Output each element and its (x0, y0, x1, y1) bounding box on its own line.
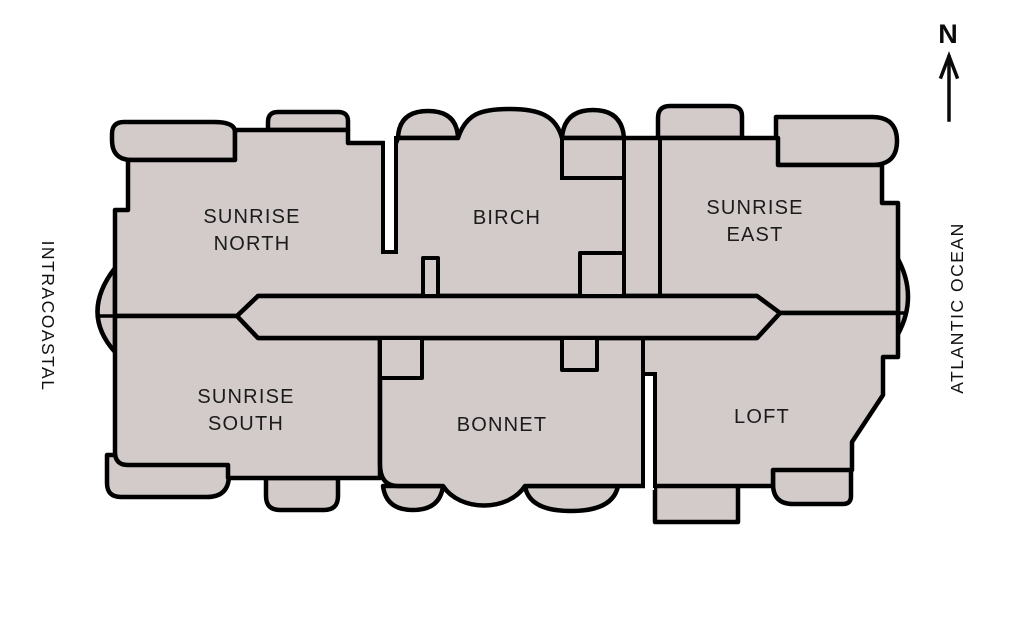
corridor (234, 293, 783, 341)
north-compass: N (938, 19, 960, 122)
north-arrow-icon (938, 51, 960, 122)
birch-dome-right (559, 107, 627, 141)
corridor-tabs (378, 251, 626, 380)
balcony-east-right (773, 114, 900, 168)
compass-n-letter: N (938, 19, 958, 49)
label-sunrise-south: SUNRISE SOUTH (197, 386, 294, 435)
birch-room-wall (560, 138, 626, 180)
sunrise-east-label-line1: SUNRISE (706, 197, 803, 219)
label-bonnet: BONNET (457, 414, 548, 436)
gap-north-birch (381, 124, 398, 254)
unit-labels: SUNRISE NORTH BIRCH SUNRISE EAST SUNRISE… (197, 197, 803, 436)
loft-label: LOFT (734, 406, 790, 428)
balcony-east-left (655, 103, 745, 141)
bonnet-scallop-right (522, 483, 621, 514)
tab-above-corridor-right (578, 251, 626, 298)
sunrise-south-label-line2: SOUTH (208, 413, 284, 435)
birch-label: BIRCH (473, 207, 541, 229)
balcony-loft-left (652, 481, 741, 525)
balcony-loft-right (770, 463, 854, 507)
label-loft: LOFT (734, 406, 790, 428)
balcony-north-mid (265, 109, 351, 133)
balcony-south-mid (263, 475, 341, 513)
gap-bonnet-loft (641, 336, 657, 490)
sunrise-south-label-line1: SUNRISE (197, 386, 294, 408)
unit-blocks (112, 106, 901, 508)
bonnet-loft-outline (377, 310, 901, 508)
bonnet-label: BONNET (457, 414, 548, 436)
intracoastal-label: INTRACOASTAL (38, 241, 58, 392)
bonnet-scallop-left (380, 483, 446, 513)
interior-walls (97, 138, 908, 318)
sunrise-north-label-line2: NORTH (214, 233, 291, 255)
tab-below-corridor-left (378, 336, 424, 380)
label-sunrise-north: SUNRISE NORTH (203, 206, 300, 255)
atlantic-ocean-label: ATLANTIC OCEAN (947, 222, 967, 393)
west-arc (95, 265, 118, 355)
sunrise-east-label-line2: EAST (726, 224, 783, 246)
birch-dome-left (395, 108, 461, 141)
tab-below-corridor-right (560, 336, 599, 372)
plan-shapes (95, 103, 911, 525)
sunrise-north-label-line1: SUNRISE (203, 206, 300, 228)
balcony-north-left (109, 119, 238, 163)
tab-above-corridor-left (421, 256, 440, 298)
label-birch: BIRCH (473, 207, 541, 229)
label-sunrise-east: SUNRISE EAST (706, 197, 803, 246)
